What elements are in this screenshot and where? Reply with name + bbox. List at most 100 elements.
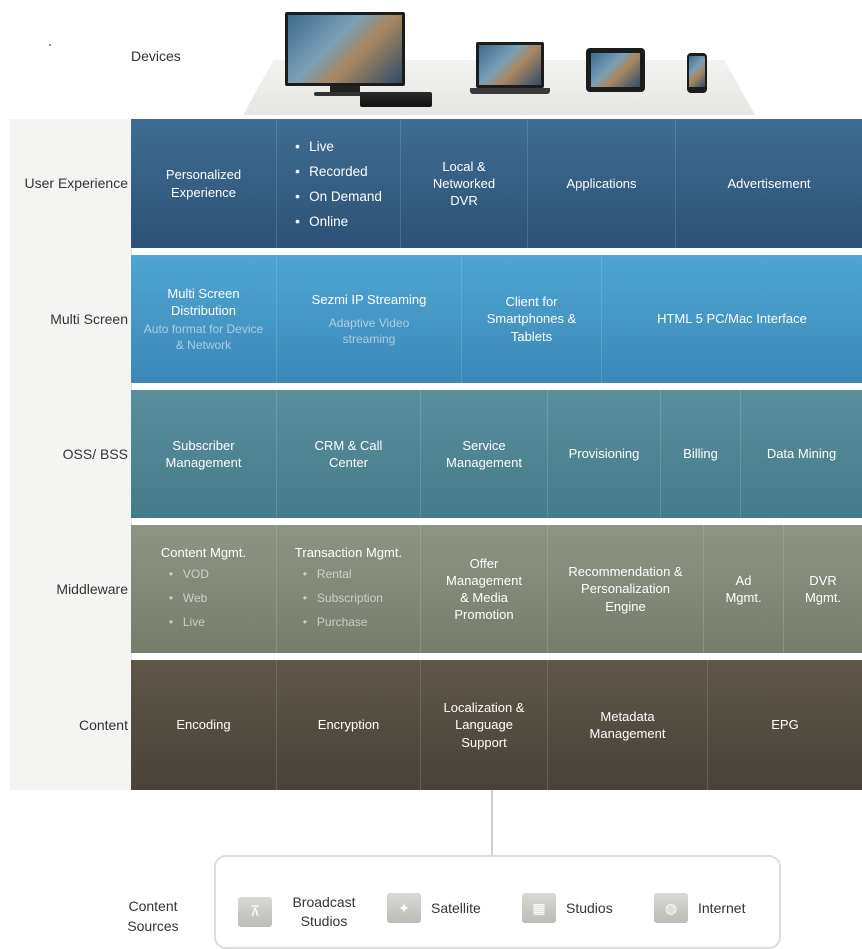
source-label: Broadcast Studios: [292, 894, 356, 929]
cell-sublabel: Auto format for Device & Network: [143, 322, 264, 352]
cell-label: Offer Management & Media Promotion: [446, 555, 522, 623]
cell-personalized-experience: Personalized Experience: [131, 119, 277, 248]
cell-label: Encryption: [317, 717, 380, 733]
cell-localization: Localization & Language Support: [421, 660, 548, 790]
tv-icon: [285, 12, 405, 86]
content-sources-label: Content Sources: [127, 898, 179, 934]
devices-label: Devices: [131, 48, 181, 64]
cell-content-mgmt: Content Mgmt. VOD Web Live: [131, 525, 277, 653]
decorative-dot: [49, 44, 51, 46]
list-item: Online: [295, 209, 382, 234]
list-item: Rental: [303, 562, 402, 586]
cell-ad-mgmt: Ad Mgmt.: [704, 525, 784, 653]
list-item: Live: [295, 134, 382, 159]
layer-label-multi-screen: Multi Screen: [50, 310, 128, 327]
layer-label-user-experience: User Experience: [24, 175, 129, 192]
content-mgmt-group: Content Mgmt. VOD Web Live: [161, 544, 246, 633]
cell-label: Transaction Mgmt.: [294, 545, 403, 561]
cell-service-management: Service Management: [421, 390, 548, 518]
cell-metadata-management: Metadata Management: [548, 660, 708, 790]
studio-icon: ▦: [522, 893, 556, 923]
user-experience-band: Personalized Experience Live Recorded On…: [131, 119, 862, 248]
cell-sublabel: Adaptive Video streaming: [328, 315, 410, 346]
cell-epg: EPG: [708, 660, 862, 790]
cell-crm-call-center: CRM & Call Center: [277, 390, 421, 518]
source-label: Internet: [698, 899, 746, 916]
cell-label: Localization & Language Support: [443, 700, 525, 750]
cell-subscriber-management: Subscriber Management: [131, 390, 277, 518]
cell-viewing-modes: Live Recorded On Demand Online: [277, 119, 401, 248]
list-item: Web: [169, 586, 246, 610]
list-item: Live: [169, 610, 246, 634]
tv-stand: [330, 86, 360, 93]
laptop-icon: [476, 42, 544, 88]
cell-label: Client for Smartphones & Tablets: [486, 294, 577, 344]
list-item: VOD: [169, 562, 246, 586]
cell-label: Local & Networked DVR: [432, 158, 496, 209]
cell-label: Metadata Management: [589, 708, 666, 741]
tv-base: [314, 92, 376, 96]
content-mgmt-list: VOD Web Live: [169, 562, 246, 634]
layer-label-content: Content: [78, 716, 128, 733]
cell-label: EPG: [771, 717, 799, 733]
satellite-icon: ✦: [387, 893, 421, 923]
cell-billing: Billing: [661, 390, 741, 518]
list-item: On Demand: [295, 184, 382, 209]
source-label: Satellite: [431, 899, 481, 916]
cell-recommendation-engine: Recommendation & Personalization Engine: [548, 525, 704, 653]
cell-label: Encoding: [176, 717, 231, 733]
oss-bss-band: Subscriber Management CRM & Call Center …: [131, 390, 862, 518]
globe-icon: ◍: [654, 893, 688, 923]
laptop-base: [470, 88, 550, 94]
cell-offer-management: Offer Management & Media Promotion: [421, 525, 548, 653]
cell-label: Content Mgmt.: [160, 545, 247, 561]
cell-label: Multi Screen Distribution: [167, 285, 240, 318]
cell-label: HTML 5 PC/Mac Interface: [657, 311, 807, 327]
cell-label: Subscriber Management: [165, 437, 242, 470]
cell-encryption: Encryption: [277, 660, 421, 790]
set-top-box-icon: [360, 92, 432, 107]
cell-label: Advertisement: [727, 175, 811, 191]
cell-label: CRM & Call Center: [314, 437, 383, 470]
cell-applications: Applications: [528, 119, 676, 248]
cell-label: Provisioning: [568, 446, 640, 462]
smartphone-icon: [687, 53, 707, 93]
middleware-band: Content Mgmt. VOD Web Live Transaction M…: [131, 525, 862, 653]
cell-label: Ad Mgmt.: [725, 572, 762, 605]
source-studios: ▦ Studios: [522, 893, 613, 923]
multi-screen-band: Multi Screen Distribution Auto format fo…: [131, 255, 862, 383]
cell-ip-streaming: Sezmi IP Streaming Adaptive Video stream…: [277, 255, 462, 383]
connector-line: [491, 790, 493, 856]
cell-multi-screen-distribution: Multi Screen Distribution Auto format fo…: [131, 255, 277, 383]
source-internet: ◍ Internet: [654, 893, 745, 923]
cell-html5-interface: HTML 5 PC/Mac Interface: [602, 255, 862, 383]
cell-label: Data Mining: [766, 446, 837, 462]
cell-transaction-mgmt: Transaction Mgmt. Rental Subscription Pu…: [277, 525, 421, 653]
list-item: Subscription: [303, 586, 402, 610]
list-item: Purchase: [303, 610, 402, 634]
cell-label: Personalized Experience: [165, 167, 242, 200]
tablet-icon: [586, 48, 645, 92]
broadcast-tower-icon: ⊼: [238, 896, 272, 927]
cell-client-smartphones-tablets: Client for Smartphones & Tablets: [462, 255, 602, 383]
cell-data-mining: Data Mining: [741, 390, 862, 518]
cell-label: Sezmi IP Streaming: [311, 291, 427, 307]
source-satellite: ✦ Satellite: [387, 893, 481, 923]
transaction-mgmt-group: Transaction Mgmt. Rental Subscription Pu…: [295, 544, 402, 633]
layer-label-oss-bss: OSS/ BSS: [62, 445, 128, 462]
cell-label: Recommendation & Personalization Engine: [568, 564, 683, 614]
list-item: Recorded: [295, 159, 382, 184]
source-broadcast: ⊼ Broadcast Studios: [238, 893, 366, 931]
cell-label: DVR Mgmt.: [804, 572, 842, 605]
layer-label-column: User Experience Multi Screen OSS/ BSS Mi…: [10, 119, 132, 790]
viewing-modes-list: Live Recorded On Demand Online: [295, 134, 382, 234]
cell-label: Applications: [566, 175, 637, 191]
source-label: Studios: [566, 899, 613, 916]
cell-advertisement: Advertisement: [676, 119, 862, 248]
layer-label-middleware: Middleware: [56, 580, 128, 597]
cell-encoding: Encoding: [131, 660, 277, 790]
content-band: Encoding Encryption Localization & Langu…: [131, 660, 862, 790]
transaction-mgmt-list: Rental Subscription Purchase: [303, 562, 402, 634]
cell-dvr-mgmt: DVR Mgmt.: [784, 525, 862, 653]
cell-dvr: Local & Networked DVR: [401, 119, 528, 248]
